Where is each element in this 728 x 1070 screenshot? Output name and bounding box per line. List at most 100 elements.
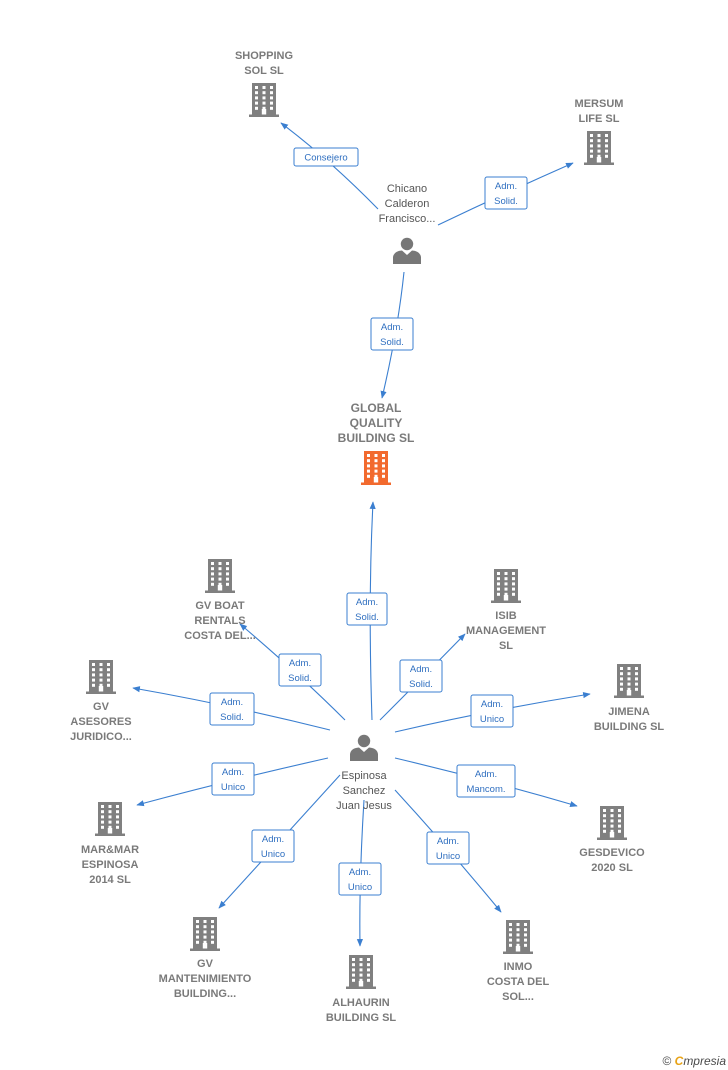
building-icon — [597, 806, 627, 840]
edge-chicano-shopping: Consejero — [280, 122, 379, 210]
edge-role-text: Adm. — [495, 181, 517, 192]
edge-role-label[interactable]: Adm.Unico — [338, 862, 382, 896]
node-label: JURIDICO... — [70, 731, 132, 743]
edge-role-text: Solid. — [409, 679, 433, 690]
copyright-mark: © — [662, 1054, 672, 1068]
building-icon — [86, 660, 116, 694]
edge-role-box — [484, 176, 528, 210]
edge-role-label[interactable]: Adm.Solid. — [209, 692, 255, 726]
node-label: SOL... — [502, 991, 534, 1003]
brand-watermark: © Cmpresia — [662, 1054, 726, 1068]
node-label: 2020 SL — [591, 862, 633, 874]
node-jimena[interactable]: JIMENA BUILDING SL — [594, 664, 665, 733]
edge-role-label[interactable]: Adm.Solid. — [370, 317, 414, 351]
node-label: RENTALS — [194, 615, 245, 627]
node-label: BUILDING SL — [326, 1012, 397, 1024]
edge-role-box — [456, 764, 516, 798]
edge-chicano-global: Adm.Solid. — [370, 271, 414, 399]
building-icon — [346, 955, 376, 989]
edge-role-box — [370, 317, 414, 351]
edge-role-box — [338, 862, 382, 896]
edge-espinosa-jimena: Adm. Unico — [394, 692, 591, 733]
edge-role-box — [278, 653, 322, 687]
node-label: ASESORES — [70, 716, 131, 728]
node-label: Francisco... — [379, 213, 436, 225]
edge-role-box — [211, 762, 255, 796]
node-label: Sanchez — [343, 785, 386, 797]
edge-role-box — [470, 694, 514, 728]
building-icon — [614, 664, 644, 698]
edge-espinosa-marmar: Adm. Unico — [136, 757, 329, 807]
node-label: MERSUM — [575, 98, 624, 110]
edge-role-box — [209, 692, 255, 726]
node-label: GV — [197, 958, 214, 970]
edge-role-text: Unico — [221, 782, 245, 793]
node-label: Calderon — [385, 198, 430, 210]
edge-role-box — [293, 147, 359, 167]
node-alhaurin[interactable]: ALHAURIN BUILDING SL — [326, 955, 397, 1024]
node-chicano[interactable]: ChicanoCalderonFrancisco... — [379, 183, 436, 264]
edge-role-text: Consejero — [304, 153, 347, 164]
edge-role-label[interactable]: Adm. Unico — [470, 694, 514, 728]
node-label: GLOBAL — [351, 401, 402, 415]
edge-role-text: Mancom. — [466, 784, 505, 795]
node-label: MANAGEMENT — [466, 625, 546, 637]
node-label: LIFE SL — [579, 113, 620, 125]
node-mersum[interactable]: MERSUM LIFE SL — [575, 98, 624, 165]
edge-espinosa-gesdevico: Adm.Mancom. — [394, 757, 578, 808]
node-label: GESDEVICO — [579, 847, 645, 859]
node-label: Juan Jesus — [336, 800, 392, 812]
edge-role-text: Adm. — [262, 834, 284, 845]
edge-role-text: Unico — [436, 851, 460, 862]
edge-role-text: Adm. — [410, 664, 432, 675]
node-label: MAR&MAR — [81, 844, 139, 856]
node-label: JIMENA — [608, 706, 650, 718]
building-icon — [205, 559, 235, 593]
edge-role-box — [346, 592, 388, 626]
edge-role-label[interactable]: Adm.Unico — [251, 829, 295, 863]
edge-role-text: Solid. — [355, 612, 379, 623]
edge-role-text: Adm. — [289, 658, 311, 669]
node-gvasesores[interactable]: GVASESORESJURIDICO... — [70, 660, 132, 743]
edge-role-text: Adm. — [221, 697, 243, 708]
building-icon — [361, 451, 391, 485]
node-label: COSTA DEL... — [184, 630, 256, 642]
building-icon — [491, 569, 521, 603]
brand-name: mpresia — [683, 1054, 726, 1068]
node-label: QUALITY — [350, 416, 403, 430]
building-icon — [584, 131, 614, 165]
edge-role-label[interactable]: Adm.Unico — [426, 831, 470, 865]
edge-role-label[interactable]: Adm. Unico — [211, 762, 255, 796]
edge-role-text: Adm. — [381, 322, 403, 333]
node-label: INMO — [504, 961, 533, 973]
edge-role-label[interactable]: Adm.Mancom. — [456, 764, 516, 798]
edge-role-label[interactable]: Adm.Solid. — [484, 176, 528, 210]
building-icon — [503, 920, 533, 954]
node-label: ALHAURIN — [332, 997, 389, 1009]
node-gvmant[interactable]: GVMANTENIMIENTOBUILDING... — [159, 917, 252, 1000]
edge-role-text: Unico — [480, 714, 504, 725]
edge-role-label[interactable]: Adm. Solid. — [278, 653, 322, 687]
node-label: ESPINOSA — [82, 859, 139, 871]
node-label: SOL SL — [244, 65, 284, 77]
node-label: BUILDING... — [174, 988, 236, 1000]
edge-role-label[interactable]: Consejero — [293, 147, 359, 167]
node-gesdevico[interactable]: GESDEVICO 2020 SL — [579, 806, 645, 874]
edge-role-text: Solid. — [288, 673, 312, 684]
edge-role-label[interactable]: Adm.Solid. — [346, 592, 388, 626]
edge-role-text: Adm. — [222, 767, 244, 778]
node-label: ISIB — [495, 610, 516, 622]
edge-role-text: Adm. — [481, 699, 503, 710]
node-label: BUILDING SL — [594, 721, 665, 733]
edge-role-label[interactable]: Adm. Solid. — [399, 659, 443, 693]
edge-espinosa-gvasesores: Adm.Solid. — [132, 686, 331, 731]
